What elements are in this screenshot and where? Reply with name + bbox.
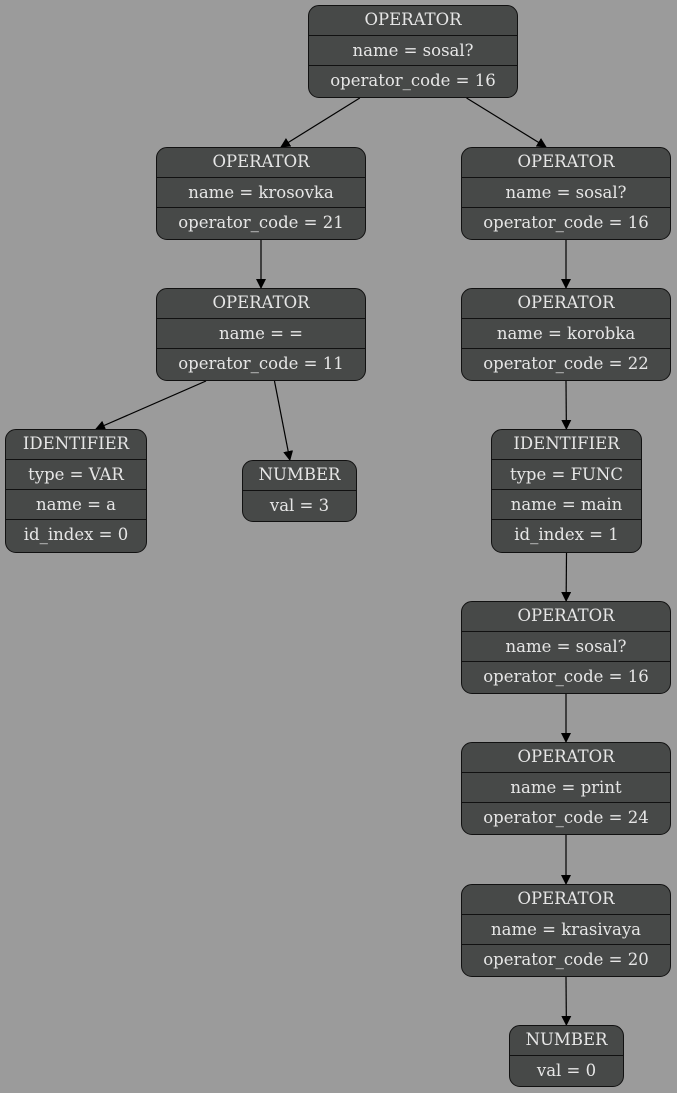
node-field: name = korobka bbox=[462, 318, 670, 348]
node-type-label: OPERATOR bbox=[517, 889, 615, 908]
node-field: operator_code = 16 bbox=[462, 661, 670, 691]
node-sosal-operator-3[interactable]: OPERATOR name = sosal?operator_code = 16 bbox=[461, 601, 671, 694]
node-number-3[interactable]: NUMBER val = 3 bbox=[242, 460, 357, 522]
node-field: type = VAR bbox=[6, 459, 146, 489]
node-type-label: NUMBER bbox=[525, 1030, 608, 1049]
node-sosal-operator-2[interactable]: OPERATOR name = sosal?operator_code = 16 bbox=[461, 147, 671, 240]
node-field: name = sosal? bbox=[462, 631, 670, 661]
node-type-label: OPERATOR bbox=[364, 10, 462, 29]
node-type-label: OPERATOR bbox=[517, 293, 615, 312]
node-field: name = sosal? bbox=[309, 35, 517, 65]
node-field: type = FUNC bbox=[492, 459, 641, 489]
node-type-label: NUMBER bbox=[258, 465, 341, 484]
node-field: operator_code = 21 bbox=[157, 207, 365, 237]
node-field: name = print bbox=[462, 772, 670, 802]
node-field: operator_code = 11 bbox=[157, 348, 365, 378]
node-field: name = krosovka bbox=[157, 177, 365, 207]
node-field: val = 0 bbox=[510, 1055, 623, 1085]
node-field: operator_code = 22 bbox=[462, 348, 670, 378]
node-field: name = a bbox=[6, 489, 146, 519]
edge-assign-to-ident_a bbox=[95, 380, 207, 430]
node-type-label: OPERATOR bbox=[517, 747, 615, 766]
node-type-label: OPERATOR bbox=[212, 152, 310, 171]
node-field: id_index = 1 bbox=[492, 519, 641, 549]
node-type-label: OPERATOR bbox=[212, 293, 310, 312]
edge-root-to-sosal_2 bbox=[466, 97, 547, 148]
node-field: operator_code = 20 bbox=[462, 944, 670, 974]
node-field: name = sosal? bbox=[462, 177, 670, 207]
node-type-label: OPERATOR bbox=[517, 152, 615, 171]
node-field: name = main bbox=[492, 489, 641, 519]
node-type-label: OPERATOR bbox=[517, 606, 615, 625]
node-field: name = = bbox=[157, 318, 365, 348]
node-root-operator[interactable]: OPERATOR name = sosal?operator_code = 16 bbox=[308, 5, 518, 98]
node-field: name = krasivaya bbox=[462, 914, 670, 944]
node-field: id_index = 0 bbox=[6, 519, 146, 549]
node-field: operator_code = 24 bbox=[462, 802, 670, 832]
edge-assign-to-num_3 bbox=[273, 380, 294, 461]
edge-root-to-krosovka bbox=[280, 97, 361, 148]
node-type-label: IDENTIFIER bbox=[22, 434, 130, 453]
node-field: operator_code = 16 bbox=[462, 207, 670, 237]
node-field: operator_code = 16 bbox=[309, 65, 517, 95]
node-number-0[interactable]: NUMBER val = 0 bbox=[509, 1025, 624, 1087]
node-field: val = 3 bbox=[243, 490, 356, 520]
node-assign-operator[interactable]: OPERATOR name = =operator_code = 11 bbox=[156, 288, 366, 381]
node-type-label: IDENTIFIER bbox=[513, 434, 620, 453]
